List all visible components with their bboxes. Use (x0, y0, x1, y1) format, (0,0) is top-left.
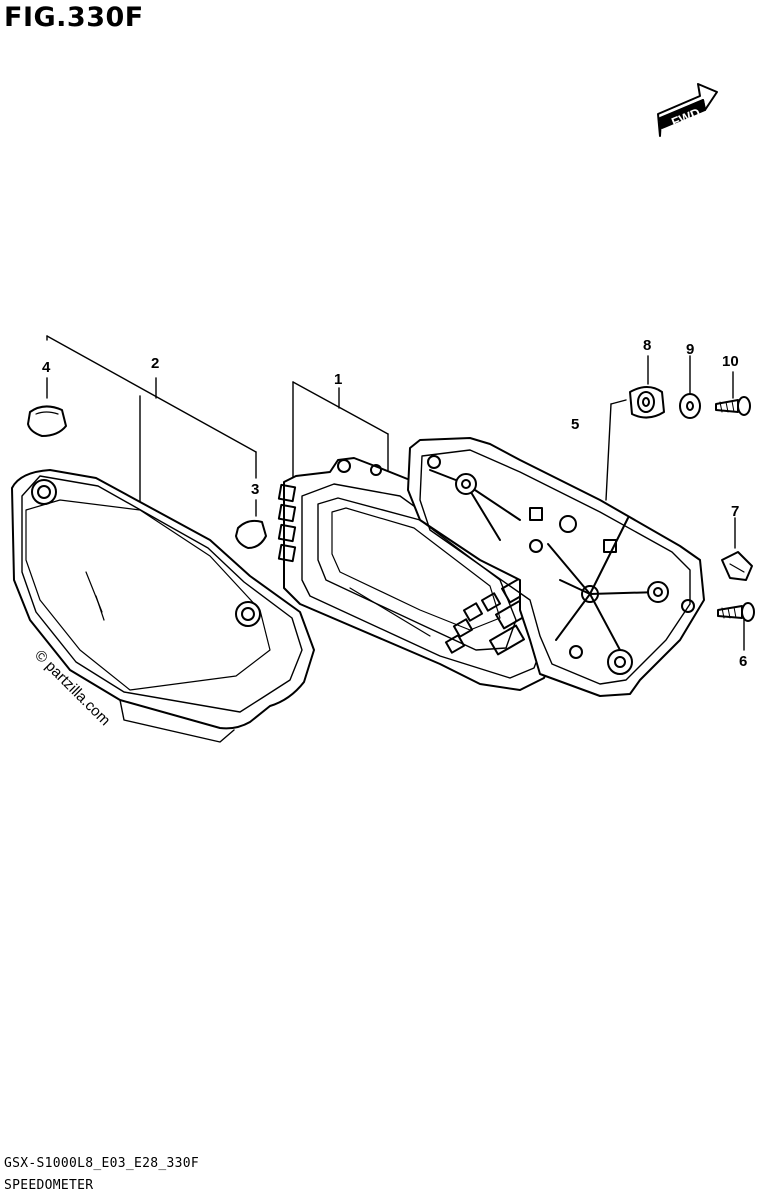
figure-title: FIG.330F (4, 2, 144, 33)
callout-10: 10 (722, 353, 739, 370)
part-5-meter-case (407, 437, 705, 697)
fwd-arrow-icon: FWD (657, 83, 718, 137)
callout-8: 8 (643, 337, 651, 354)
section-name: SPEEDOMETER (4, 1178, 94, 1193)
callout-1: 1 (334, 371, 342, 388)
part-2-meter-cover (11, 469, 315, 743)
part-4-cap (27, 405, 67, 437)
part-3-cap (235, 519, 267, 549)
callout-4: 4 (42, 359, 51, 376)
callout-9: 9 (686, 341, 694, 358)
part-7-clip-nut (721, 551, 753, 581)
callout-5: 5 (571, 416, 579, 433)
model-code: GSX-S1000L8_E03_E28_330F (4, 1156, 200, 1171)
callout-7: 7 (731, 503, 739, 520)
leader-lines (46, 335, 745, 651)
part-8-grommet (629, 386, 665, 419)
callout-3: 3 (251, 481, 259, 498)
callout-6: 6 (739, 653, 747, 670)
callout-2: 2 (151, 355, 159, 372)
part-9-washer (679, 393, 701, 419)
part-10-screw (715, 396, 751, 416)
part-6-screw (717, 602, 755, 622)
